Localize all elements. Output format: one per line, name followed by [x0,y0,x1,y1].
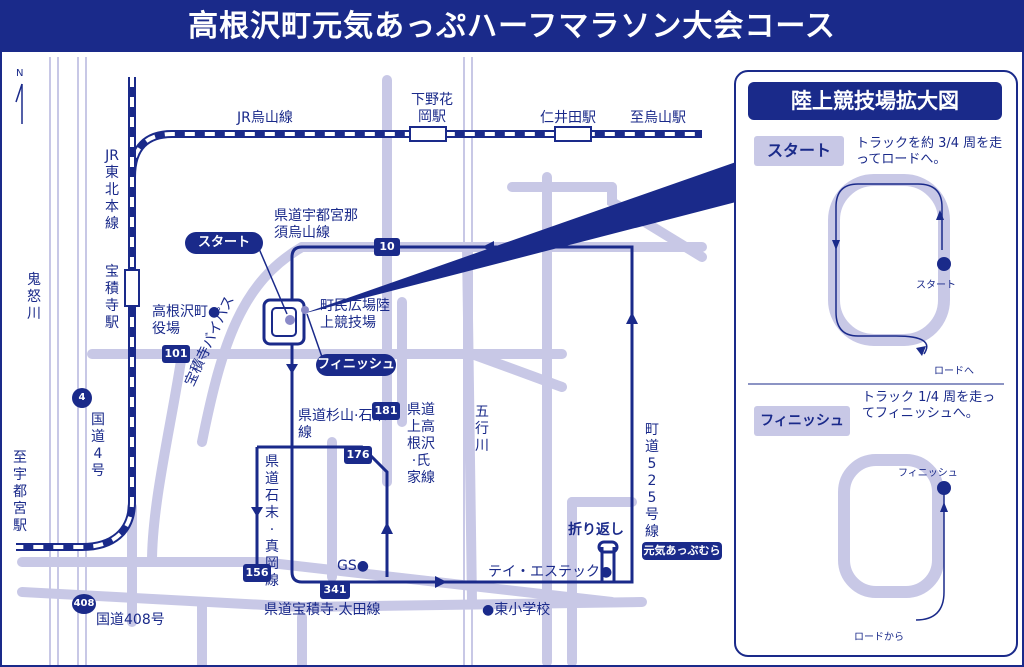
route-156-shield: 156 [243,564,271,582]
route-4-shield: 4 [72,388,92,408]
town-road-label: 町道525号線 [645,422,659,540]
inset-start-point: スタート [916,280,956,291]
inset-start-note: トラックを約 3/4 周を走ってロードへ。 [856,136,1003,167]
national408-label: 国道408号 [96,612,165,628]
genki-logo: 元気あっぷむら [642,542,722,560]
start-badge: スタート [185,232,263,254]
turnaround-label: 折り返し [568,522,624,538]
north-label: N [16,68,24,79]
hoshakuji-station-marker [124,269,140,307]
inset-tracks [748,174,1004,621]
map-title: 高根沢町元気あっぷハーフマラソン大会コース [2,2,1022,52]
stadium-inset: 陸上競技場拡大図 スタート トラックを約 3/4 周を走ってロードへ。 スタート… [734,70,1018,657]
jr-karasuyama-label: JR烏山線 [237,110,293,126]
inset-to-road: ロードへ [934,366,974,377]
to-karasuyama-label: 至烏山駅 [630,110,686,126]
turnaround-marker [597,540,619,554]
gs-label: GS● [337,558,369,574]
route-341-shield: 341 [320,581,350,599]
hoshakuji-station-label: 宝積寺駅 [105,264,119,331]
route-408-shield: 408 [72,594,96,614]
jr-tohoku-rail [16,77,136,551]
route-176-shield: 176 [344,446,372,464]
route-10-shield: 10 [374,238,400,256]
to-utsunomiya-label: 至宇都宮駅 [13,450,27,534]
route-181-shield: 181 [372,402,400,420]
inset-finish-note: トラック 1/4 周を走ってフィニッシュへ。 [862,390,996,421]
pref-sugiyama-label: 県道杉山·石末線 [298,408,387,441]
north-arrow-icon [15,83,23,124]
pref-utsunomiya-label: 県道宇都宮那須烏山線 [274,208,358,241]
jr-tohoku-label: JR東北本線 [105,148,119,232]
pref-kami-label: 県道上高根沢·氏家線 [407,402,435,486]
stadium-label: 町民広場陸上競技場 [320,298,390,331]
shimotsuke-station-label: 下野花岡駅 [411,92,453,125]
tei-label: テイ・エステック● [488,564,613,580]
inset-start-tag: スタート [754,136,844,166]
course-arrows [251,241,638,588]
niita-station-label: 仁井田駅 [540,110,596,126]
inset-title: 陸上競技場拡大図 [748,82,1002,120]
inset-finish-tag: フィニッシュ [754,406,850,436]
town-office-label: 高根沢町●役場 [152,304,221,337]
national4-label: 国道4号 [91,412,105,479]
inset-finish-point: フィニッシュ [898,468,958,479]
route-101-shield: 101 [162,345,190,363]
shimotsuke-station-marker [409,126,447,142]
inset-leader [302,162,736,314]
kinu-river-label: 鬼怒川 [27,272,41,322]
pref-ishizue-label: 県道石末·真岡線 [265,454,279,589]
niita-station-marker [554,126,592,142]
inset-from-road: ロードから [854,632,904,643]
higashi-school-label: ●東小学校 [482,602,551,618]
stadium-shape [256,243,323,358]
finish-badge: フィニッシュ [316,354,396,376]
pref-hoshakuji-label: 県道宝積寺·太田線 [264,602,381,618]
gokyo-river-label: 五行川 [475,404,489,454]
